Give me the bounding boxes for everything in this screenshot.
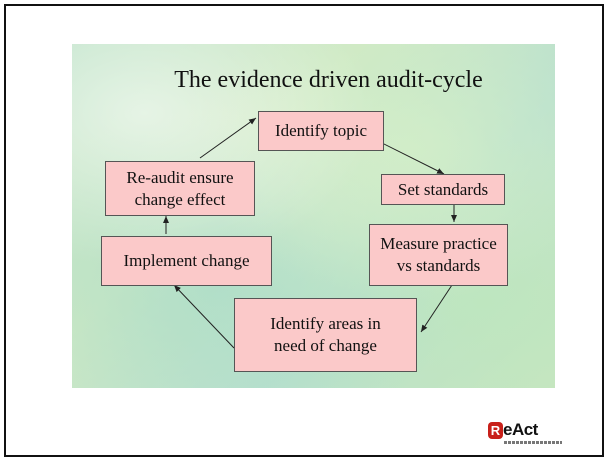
logo-r-mark: R xyxy=(488,422,503,439)
node-re-audit: Re-audit ensure change effect xyxy=(105,161,255,216)
node-identify-areas: Identify areas in need of change xyxy=(234,298,417,372)
arrow-areas-to-implement xyxy=(173,284,235,349)
arrow-topic-to-standards xyxy=(379,141,445,175)
logo-text: eAct xyxy=(503,420,538,439)
arrow-reaudit-to-topic xyxy=(199,117,257,159)
node-identify-topic: Identify topic xyxy=(258,111,384,151)
node-set-standards: Set standards xyxy=(381,174,505,205)
slide-title: The evidence driven audit-cycle xyxy=(174,67,483,93)
cycle-arrows xyxy=(163,117,457,349)
arrow-measure-to-areas xyxy=(420,284,453,333)
react-logo: R eAct xyxy=(488,420,566,450)
node-implement-change: Implement change xyxy=(101,236,272,286)
logo-tagline-graphic xyxy=(504,441,562,444)
node-measure-practice: Measure practice vs standards xyxy=(369,224,508,286)
slide-page: The evidence driven audit-cycle Identify… xyxy=(4,4,604,457)
slide-panel: The evidence driven audit-cycle Identify… xyxy=(72,44,555,388)
